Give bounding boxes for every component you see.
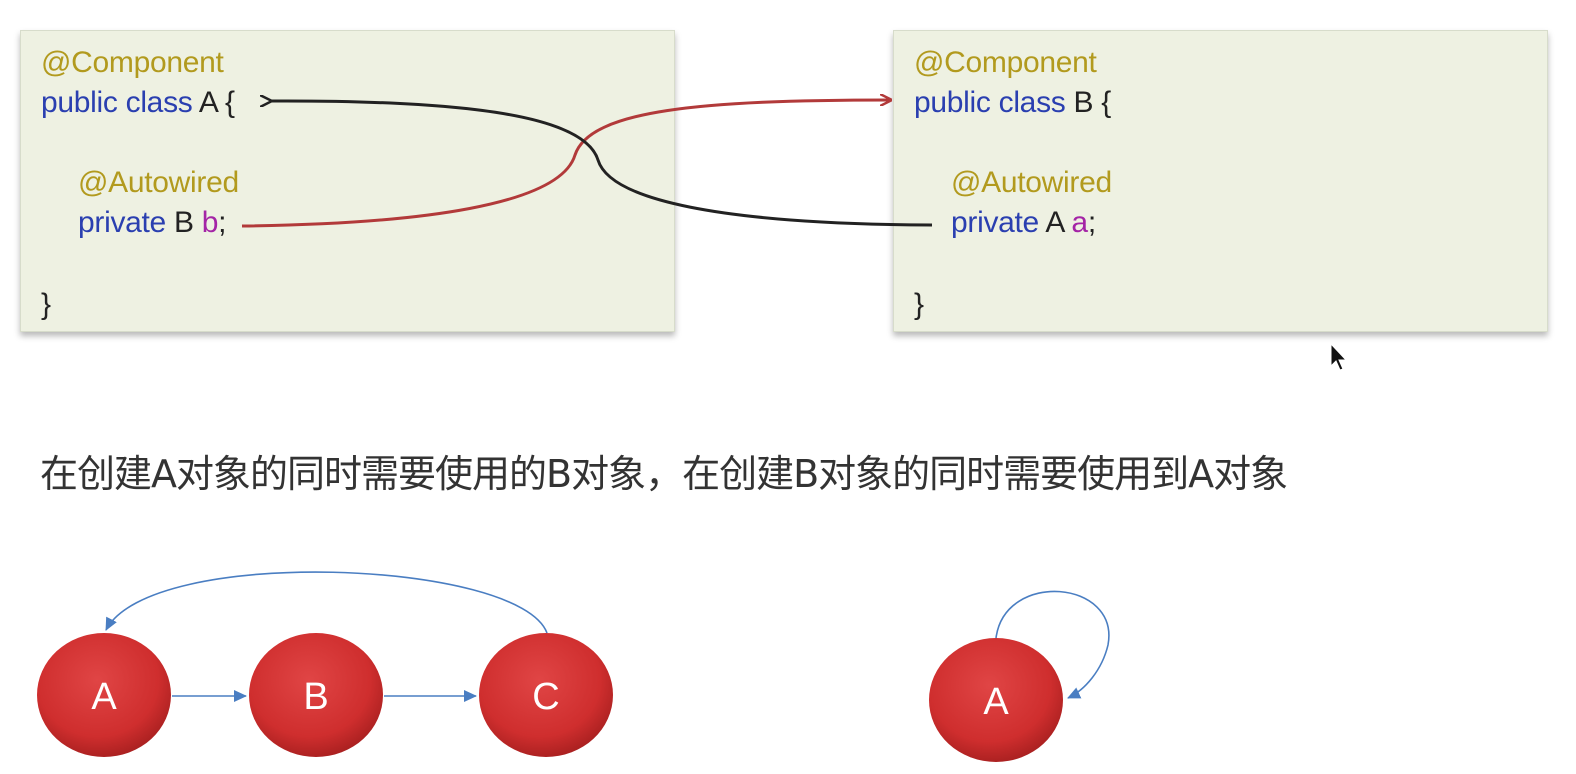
component-annotation-b: @Component: [914, 46, 1097, 79]
class-declaration-b: public class B {: [914, 85, 1111, 121]
field-name-a: b: [201, 206, 219, 239]
code-block-class-a: @Component public class A { @Autowired p…: [20, 30, 675, 332]
node-self-a: A: [929, 638, 1063, 762]
node-c: C: [479, 633, 613, 757]
autowired-annotation-b: @Autowired: [951, 166, 1112, 199]
field-declaration-a: private B b;: [78, 205, 226, 241]
class-name-b: B: [1073, 86, 1094, 119]
semicolon-b: ;: [1087, 206, 1096, 239]
node-a: A: [37, 633, 171, 757]
class-declaration-a: public class A {: [41, 85, 235, 121]
autowired-annotation-a: @Autowired: [78, 166, 239, 199]
node-c-label: C: [532, 676, 559, 718]
close-brace-b: }: [914, 288, 924, 321]
node-self-a-label: A: [983, 681, 1009, 723]
circular-dependency-caption: 在创建A对象的同时需要使用的B对象，在创建B对象的同时需要使用到A对象: [40, 452, 1288, 496]
field-type-a: B: [173, 206, 202, 239]
dependency-arrows: [241, 0, 933, 228]
semicolon-a: ;: [218, 206, 227, 239]
edge-self-loop: [995, 590, 1110, 699]
class-name-a: A: [198, 86, 217, 119]
node-b: B: [249, 633, 383, 757]
node-a-label: A: [91, 676, 117, 718]
red-arrow-b-to-class-b: [241, 100, 890, 228]
field-declaration-b: private A a;: [951, 205, 1096, 241]
decl-keyword-a: public class: [41, 86, 199, 119]
edge-c-to-a: [105, 571, 548, 634]
node-b-label: B: [303, 676, 328, 718]
decl-keyword-b: public class: [914, 86, 1074, 119]
field-type-b: A: [1045, 206, 1072, 239]
close-brace-a: }: [41, 288, 51, 321]
open-brace-b: {: [1093, 86, 1111, 119]
field-keyword-b: private: [951, 206, 1046, 239]
field-keyword-a: private: [78, 206, 174, 239]
black-arrow-a-to-class-a: [270, 101, 933, 227]
mouse-cursor-icon: [1330, 342, 1348, 371]
code-block-class-b: @Component public class B { @Autowired p…: [893, 30, 1548, 332]
component-annotation-a: @Component: [41, 46, 224, 79]
field-name-b: a: [1071, 206, 1088, 239]
open-brace-a: {: [216, 86, 235, 119]
